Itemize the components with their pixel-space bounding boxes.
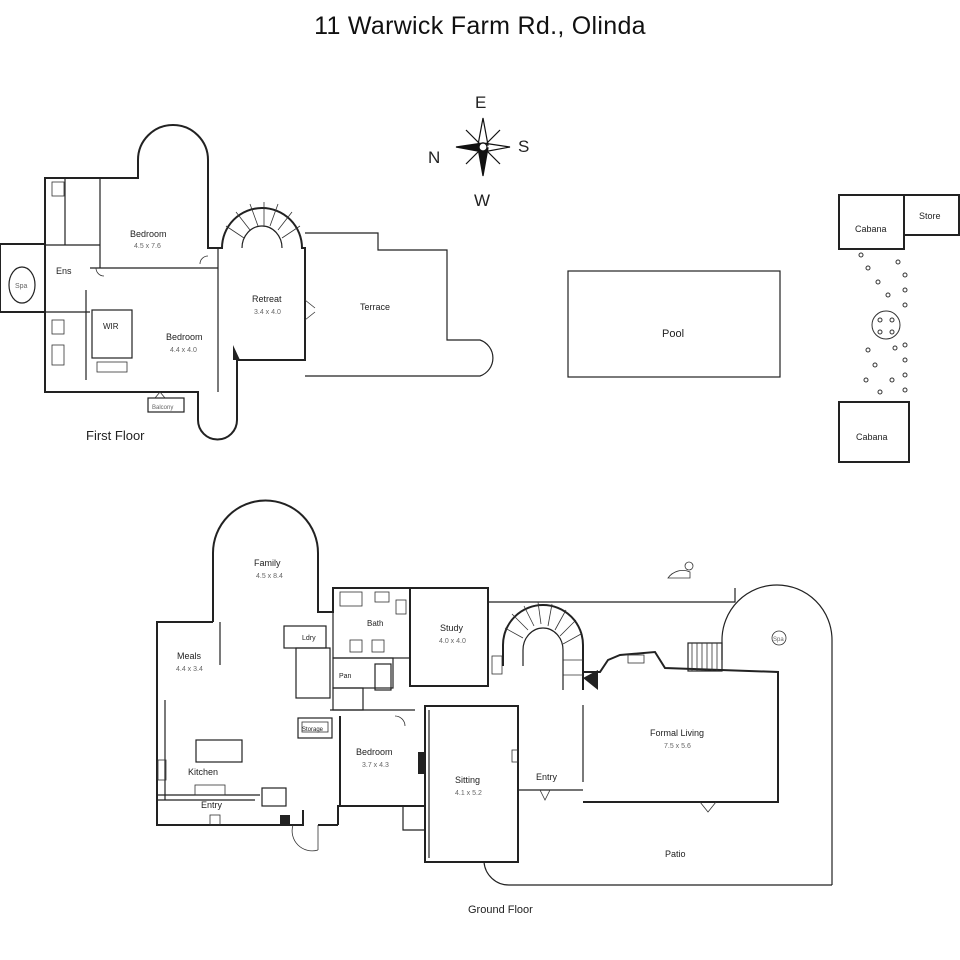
compass-north-label: N <box>428 148 440 167</box>
store-label: Store <box>919 211 941 221</box>
patio-outline <box>483 861 832 886</box>
patio-label: Patio <box>665 849 686 859</box>
sitting-dims: 4.1 x 5.2 <box>455 790 482 797</box>
meals-label: Meals <box>177 651 202 661</box>
study-label: Study <box>440 623 464 633</box>
cabana-bottom-label: Cabana <box>856 432 888 442</box>
pantry-label: Pan <box>339 673 352 680</box>
compass-east-label: E <box>475 93 486 112</box>
first-floor-spa-icon <box>8 266 36 304</box>
pool-label: Pool <box>662 328 684 340</box>
kitchen-island <box>195 739 243 763</box>
compass-west-label: W <box>474 191 490 210</box>
ground-floor-caption: Ground Floor <box>468 904 533 916</box>
first-floor-spiral-stair <box>221 202 303 249</box>
balcony-label: Balcony <box>152 405 173 411</box>
study-dims: 4.0 x 4.0 <box>439 638 466 645</box>
family-label: Family <box>254 558 281 568</box>
first-floor-retreat-dims: 3.4 x 4.0 <box>254 309 281 316</box>
formal-living-label: Formal Living <box>650 728 704 738</box>
ground-floor-west-walls <box>212 499 411 622</box>
first-floor-caption: First Floor <box>86 428 145 443</box>
sitting-walls <box>424 705 519 863</box>
sitting-label: Sitting <box>455 775 480 785</box>
cabana-top-label: Cabana <box>855 224 887 234</box>
meals-dims: 4.4 x 3.4 <box>176 666 203 673</box>
garden-path-dots <box>858 252 908 395</box>
pool-outline <box>567 270 781 378</box>
cabana-area: Cabana Store Cabana <box>838 194 960 463</box>
compass-rose: E N S W <box>428 93 529 210</box>
ground-spa-label: Spa <box>773 637 784 643</box>
formal-living-walls <box>583 650 779 803</box>
plan-title: 11 Warwick Farm Rd., Olinda <box>314 12 646 40</box>
kitchen-label: Kitchen <box>188 767 218 777</box>
entry-left-label: Entry <box>201 800 223 810</box>
cabana-top-outline <box>838 194 905 250</box>
storage-label: Storage <box>302 727 324 733</box>
ground-floor-spiral-stair <box>502 601 584 690</box>
cabana-bottom-outline <box>838 401 910 463</box>
ground-bedroom-walls <box>339 710 426 807</box>
first-floor-spa-label: Spa <box>15 283 28 290</box>
first-floor-ens-label: Ens <box>56 266 72 276</box>
first-floor-bedroom-lower-dims: 4.4 x 4.0 <box>170 347 197 354</box>
ground-spa-outline <box>721 584 833 885</box>
ground-bedroom-label: Bedroom <box>356 747 393 757</box>
compass-south-label: S <box>518 137 529 156</box>
compass-star-icon <box>455 117 511 177</box>
first-floor-plan: Spa <box>0 124 494 443</box>
first-floor-retreat-label: Retreat <box>252 294 282 304</box>
ground-spa-icon <box>771 630 787 646</box>
first-floor-bedroom-upper-label: Bedroom <box>130 229 167 239</box>
terrace-outline <box>305 232 494 377</box>
front-steps <box>687 642 723 672</box>
store-outline <box>903 194 960 236</box>
first-floor-wir-label: WIR <box>103 322 119 331</box>
formal-living-dims: 7.5 x 5.6 <box>664 743 691 750</box>
ground-floor-plan: Spa Family 4.5 x 8.4 Meals 4.4 x 3.4 Kit… <box>156 499 833 916</box>
first-floor-outer-walls <box>44 124 306 441</box>
first-floor-bedroom-lower-label: Bedroom <box>166 332 203 342</box>
study-walls <box>409 587 489 687</box>
ground-bedroom-dims: 3.7 x 4.3 <box>362 762 389 769</box>
family-dims: 4.5 x 8.4 <box>256 573 283 580</box>
first-floor-bedroom-upper-dims: 4.5 x 7.6 <box>134 243 161 250</box>
entry-label: Entry <box>536 772 558 782</box>
laundry-label: Ldry <box>302 635 316 642</box>
pool-area: Pool <box>567 270 781 378</box>
bath-label: Bath <box>367 619 383 628</box>
terrace-label: Terrace <box>360 302 390 312</box>
